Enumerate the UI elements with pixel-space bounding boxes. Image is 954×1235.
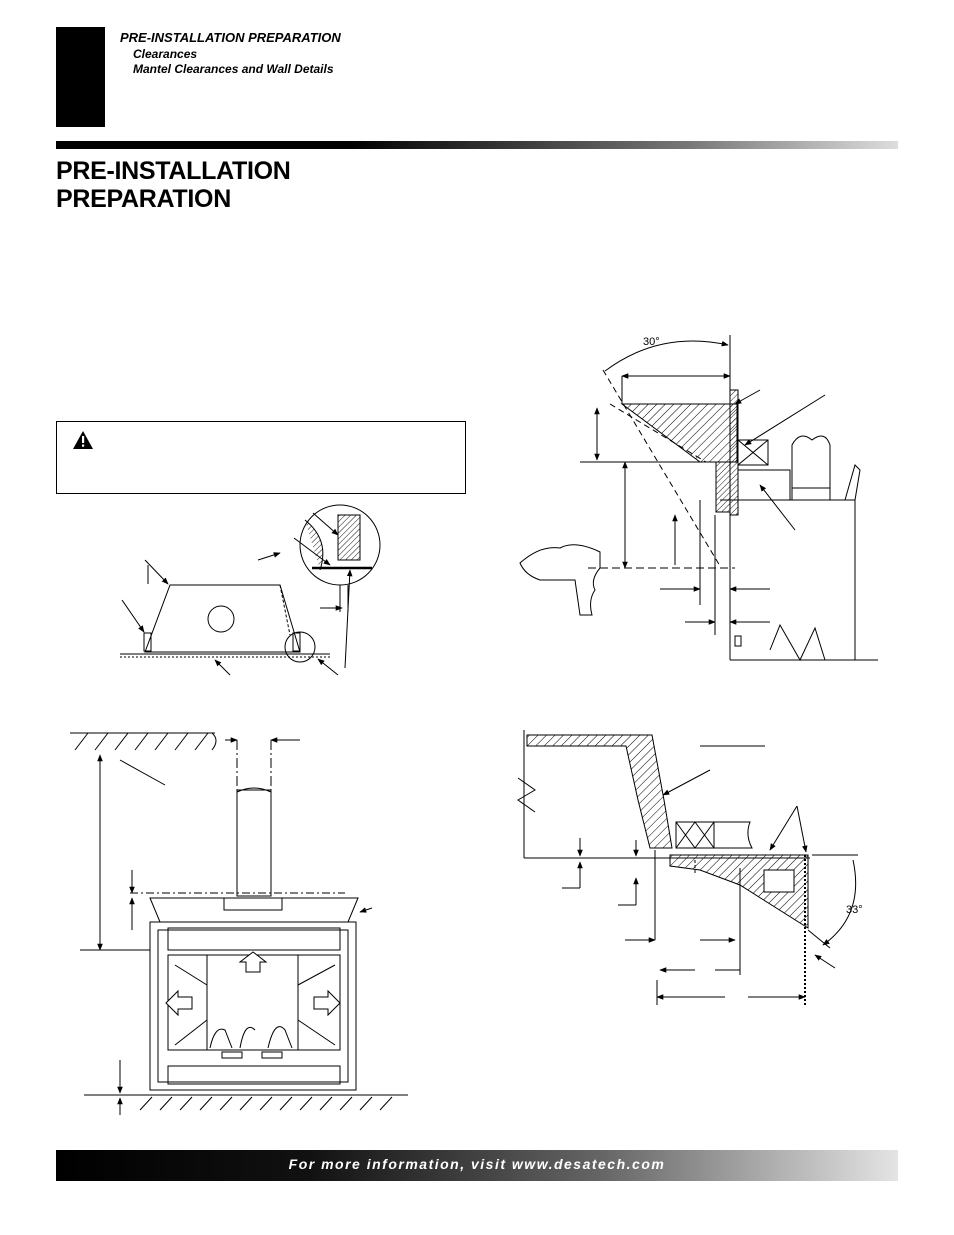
angle-label-33: 33°	[846, 904, 863, 916]
header-subitem-clearances: Clearances	[133, 47, 198, 61]
angle-label-30: 30°	[643, 336, 660, 348]
page-title-line-1: PRE-INSTALLATION	[56, 157, 291, 185]
header-gradient-rule	[56, 141, 898, 149]
footer-gradient-bar	[56, 1150, 898, 1181]
figure-side-clearance	[120, 504, 381, 676]
figure-mantel-33	[517, 730, 858, 1005]
header-section-title: PRE-INSTALLATION PREPARATION	[120, 30, 341, 45]
header-subitem-mantel: Mantel Clearances and Wall Details	[133, 62, 334, 76]
warning-triangle-icon	[73, 431, 93, 449]
warning-box	[56, 421, 466, 494]
page-title-line-2: PREPARATION	[56, 185, 231, 213]
footer-website-text: For more information, visit www.desatech…	[288, 1156, 666, 1172]
figure-front-view	[70, 732, 408, 1115]
section-tab-block	[56, 27, 105, 127]
figure-mantel-30	[519, 335, 878, 662]
page-title: PRE-INSTALLATION PREPARATION	[56, 157, 291, 213]
